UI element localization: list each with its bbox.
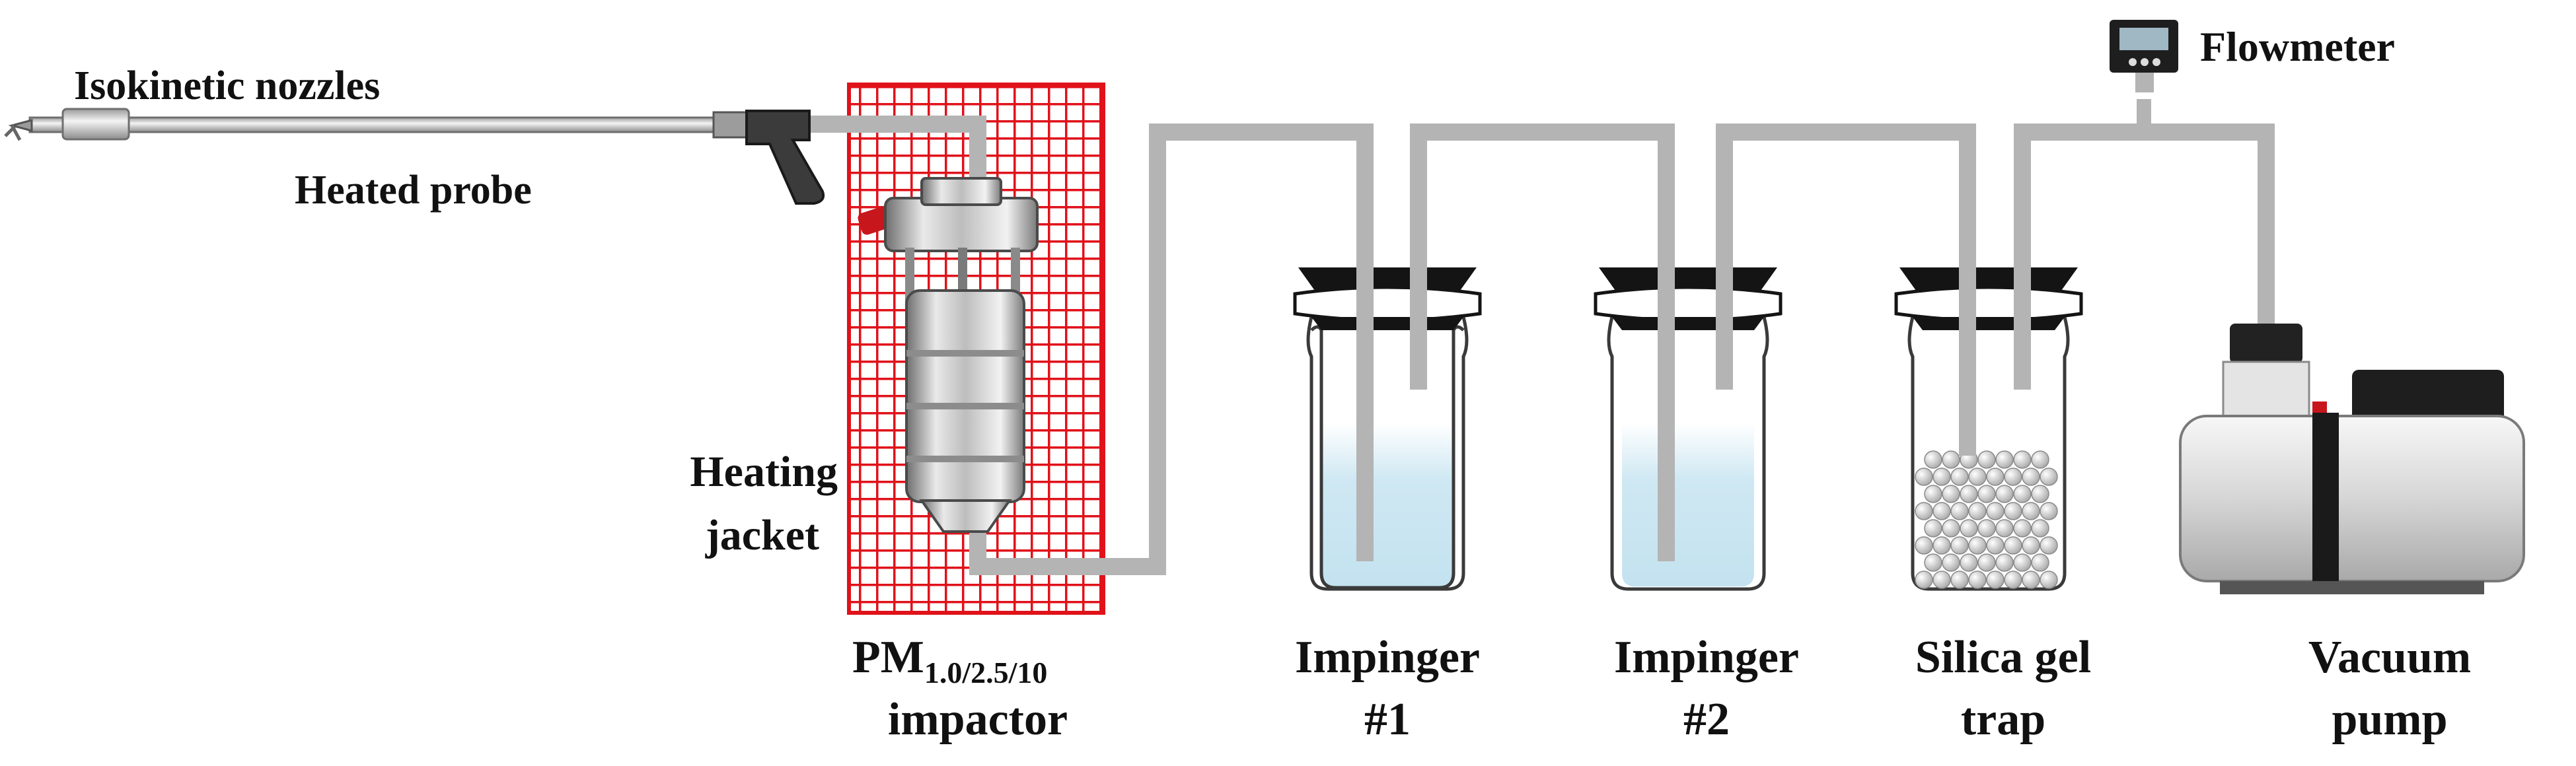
silica-bead (1968, 502, 1987, 520)
silica-bead (2013, 450, 2032, 469)
silica-bead (2031, 519, 2049, 538)
silica-bead (1995, 450, 2014, 469)
silica-bead (1932, 536, 1951, 555)
silica-bead (1950, 502, 1969, 520)
impactor-label-line1: PM1.0/2.5/10 (852, 632, 1047, 689)
silica-gel-label-line1: Silica gel (1915, 632, 2091, 683)
silica-gel-trap-icon (1894, 139, 2083, 591)
silica-bead (1968, 536, 1987, 555)
silica-bead (2022, 571, 2040, 589)
silica-bead (2022, 502, 2040, 520)
silica-bead (1915, 468, 1933, 486)
silica-bead (1942, 553, 1960, 572)
silica-bead (1968, 571, 1987, 589)
heated-probe-label: Heated probe (295, 168, 532, 213)
heating-jacket-label-line1: Heating (690, 448, 838, 496)
silica-bead (1915, 571, 1933, 589)
silica-bead (2031, 485, 2049, 503)
silica-bead (2022, 468, 2040, 486)
flowmeter-icon (2110, 20, 2178, 92)
vacuum-pump-label-line2: pump (2332, 694, 2447, 745)
heating-jacket-label-line2: jacket (705, 511, 819, 559)
impinger-2-label-line1: Impinger (1614, 632, 1799, 683)
silica-bead (1932, 502, 1951, 520)
silica-beads (1915, 450, 2058, 589)
impactor-label-line2: impactor (888, 694, 1068, 745)
silica-bead (1995, 519, 2014, 538)
silica-bead (2031, 450, 2049, 469)
silica-bead (1977, 519, 1996, 538)
silica-bead (1986, 536, 2005, 555)
silica-bead (1977, 450, 1996, 469)
impinger-2-icon (1594, 139, 1783, 591)
silica-bead (1942, 519, 1960, 538)
silica-bead (2004, 536, 2022, 555)
flowmeter-label: Flowmeter (2200, 23, 2395, 70)
impinger-2-label-line2: #2 (1683, 694, 1730, 745)
silica-bead (1977, 553, 1996, 572)
silica-bead (2040, 468, 2058, 486)
silica-bead (2040, 571, 2058, 589)
isokinetic-nozzles-label: Isokinetic nozzles (74, 63, 380, 108)
silica-bead (1924, 553, 1942, 572)
silica-bead (1995, 485, 2014, 503)
silica-bead (1915, 502, 1933, 520)
silica-bead (2004, 502, 2022, 520)
silica-bead (2004, 571, 2022, 589)
silica-bead (2013, 519, 2032, 538)
silica-bead (2013, 485, 2032, 503)
silica-bead (1986, 468, 2005, 486)
silica-bead (1924, 485, 1942, 503)
silica-bead (2031, 553, 2049, 572)
impactor-icon (858, 177, 1039, 533)
silica-bead (2013, 553, 2032, 572)
silica-bead (1960, 485, 1978, 503)
silica-bead (1932, 571, 1951, 589)
silica-bead (1924, 519, 1942, 538)
silica-bead (1942, 450, 1960, 469)
silica-bead (1977, 485, 1996, 503)
silica-bead (1915, 536, 1933, 555)
silica-bead (1950, 536, 1969, 555)
impinger-1-label-line2: #1 (1364, 694, 1411, 745)
vacuum-pump-icon (2179, 324, 2525, 594)
silica-bead (1950, 468, 1969, 486)
silica-bead (1932, 468, 1951, 486)
heated-probe (28, 108, 825, 205)
silica-bead (1950, 571, 1969, 589)
silica-bead (2004, 468, 2022, 486)
silica-bead (2022, 536, 2040, 555)
silica-bead (1960, 519, 1978, 538)
impactor-pm: PM (852, 632, 924, 683)
silica-bead (1986, 502, 2005, 520)
silica-bead (1942, 485, 1960, 503)
silica-bead (1924, 450, 1942, 469)
silica-bead (1986, 571, 2005, 589)
silica-bead (1968, 468, 1987, 486)
vacuum-pump-label-line1: Vacuum (2308, 632, 2471, 683)
silica-gel-label-line2: trap (1961, 694, 2045, 745)
impinger-1-label-line1: Impinger (1295, 632, 1480, 683)
silica-bead (2040, 536, 2058, 555)
silica-bead (2040, 502, 2058, 520)
silica-bead (1995, 553, 2014, 572)
impactor-sizes: 1.0/2.5/10 (924, 656, 1048, 689)
isokinetic-nozzle (4, 119, 33, 141)
impinger-1-icon (1293, 139, 1482, 591)
silica-bead (1960, 553, 1978, 572)
